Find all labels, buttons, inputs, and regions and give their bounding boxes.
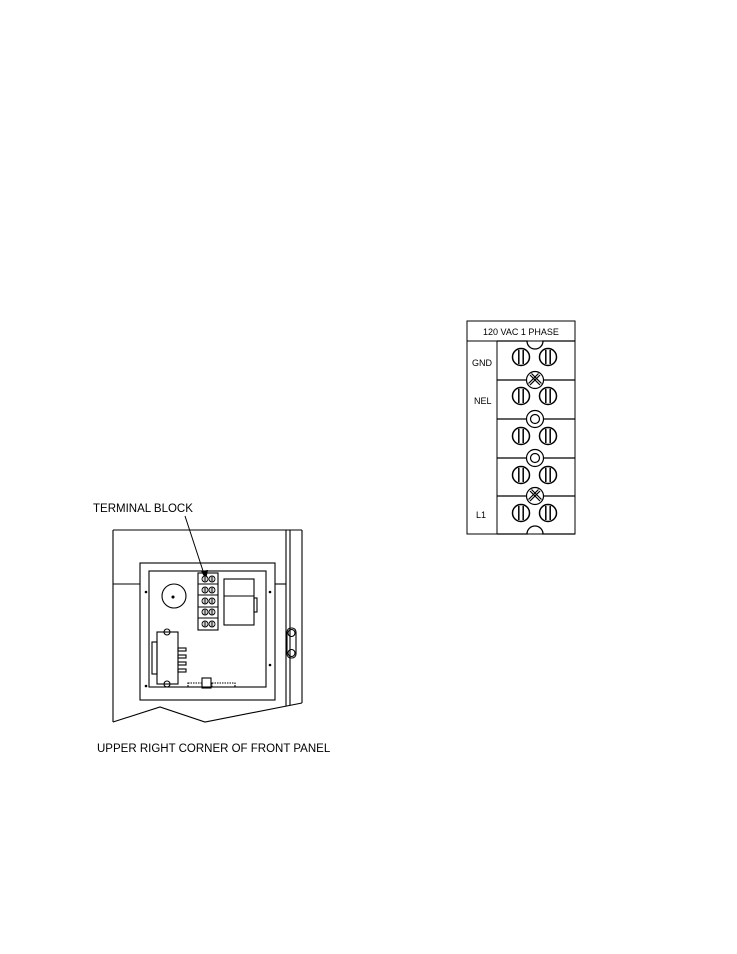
terminal-screw [540, 349, 557, 366]
terminal-detail: 120 VAC 1 PHASE GND NEL L1 [467, 321, 575, 534]
terminal-screw [513, 505, 530, 522]
terminal-screw [513, 428, 530, 445]
hole-fitting [527, 450, 544, 467]
row-label-l1: L1 [476, 510, 486, 520]
terminal-screw [540, 428, 557, 445]
terminal-screw [540, 467, 557, 484]
relay-component [157, 632, 178, 684]
row-separators [497, 341, 575, 534]
break-line [113, 703, 302, 722]
terminal-screw [513, 349, 530, 366]
connector-left [188, 683, 202, 687]
hole-fitting [527, 411, 544, 428]
terminal-screw [513, 467, 530, 484]
terminal-block-leader [185, 516, 205, 577]
terminal-block-label: TERMINAL BLOCK [93, 503, 193, 515]
voltage-header: 120 VAC 1 PHASE [483, 327, 559, 337]
terminal-screw [513, 388, 530, 405]
jumper-screw [527, 488, 544, 505]
jumper-screw [527, 372, 544, 389]
terminal-screw [540, 388, 557, 405]
row-label-nel: NEL [474, 396, 492, 406]
front-panel-drawing: TERMINAL BLOCK [93, 503, 302, 722]
transformer [224, 579, 254, 625]
row-label-gnd: GND [472, 358, 493, 368]
door-latch [287, 628, 296, 658]
relay-pins [178, 648, 186, 672]
terminal-screw [540, 505, 557, 522]
panel-terminal-block [198, 573, 218, 630]
connector-right [212, 683, 235, 687]
front-panel-caption: UPPER RIGHT CORNER OF FRONT PANEL [97, 743, 331, 755]
